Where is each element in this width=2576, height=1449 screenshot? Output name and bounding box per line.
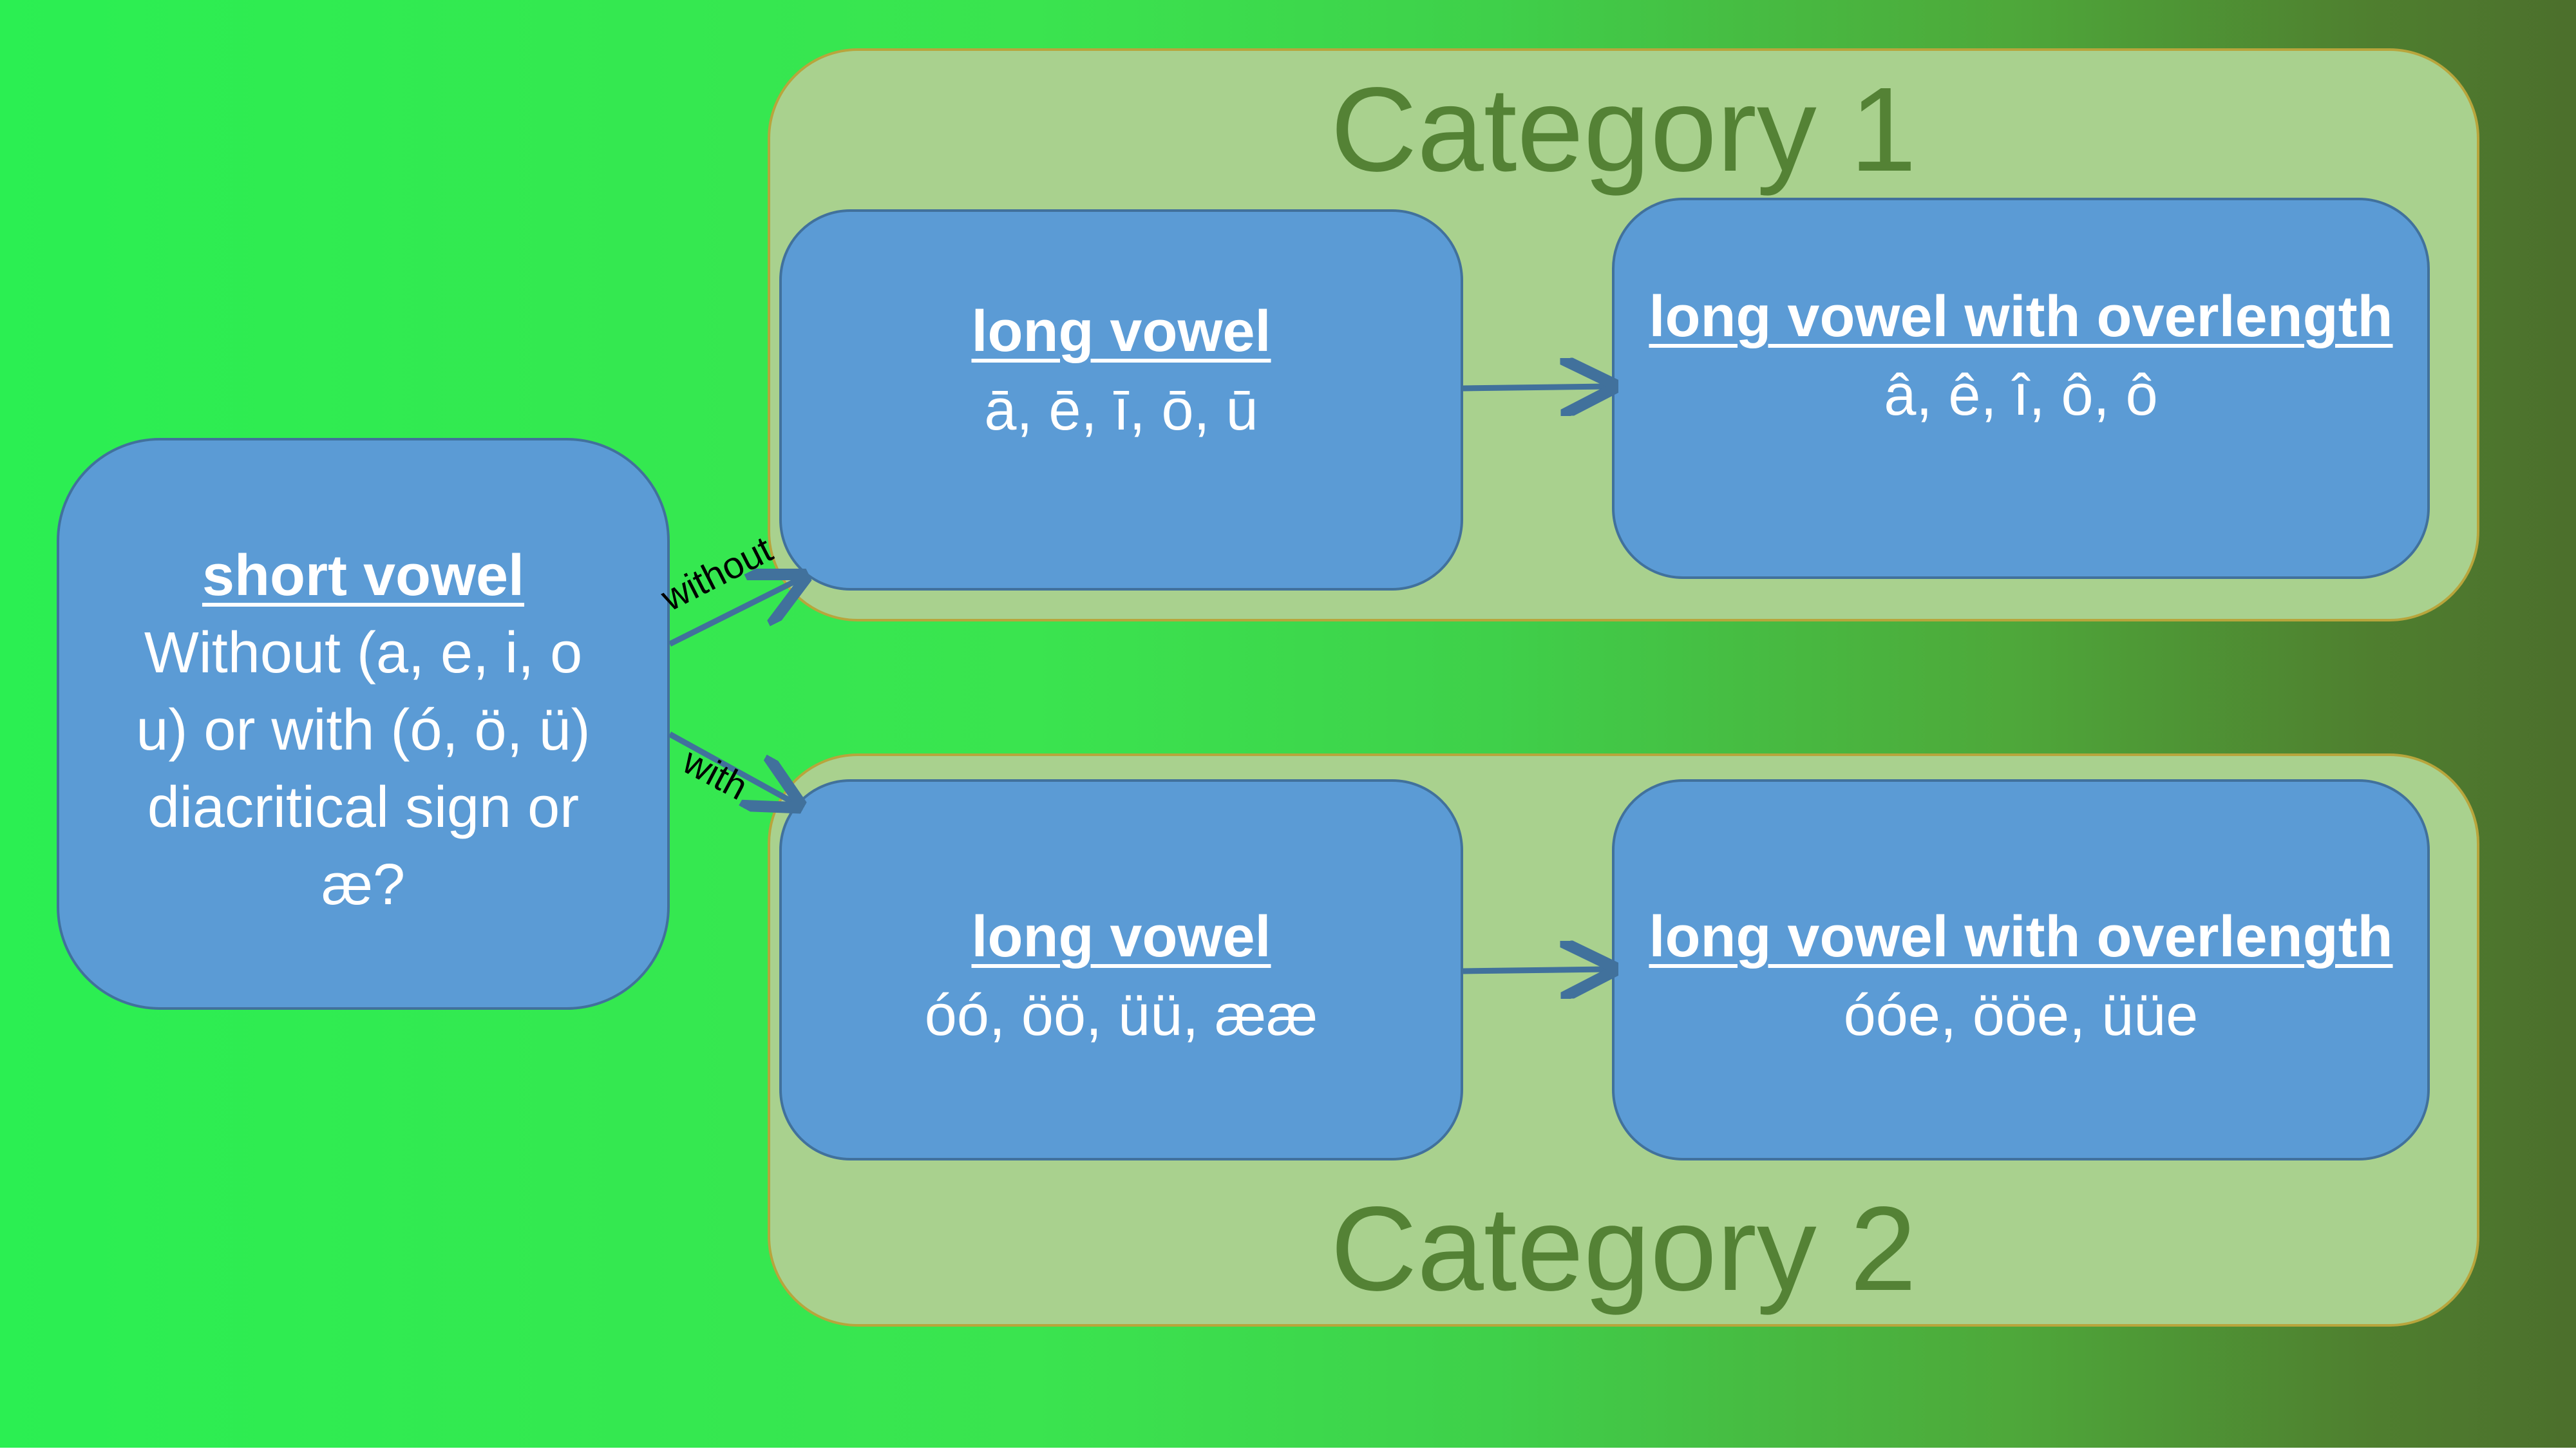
category-2-overlength-node: long vowel with overlength óóe, ööe, üüe xyxy=(1612,779,2430,1160)
category-1-overlength-examples: â, ê, î, ô, ô xyxy=(1884,363,2158,428)
arrow-category-1 xyxy=(1463,386,1607,388)
arrow-category-2 xyxy=(1463,969,1607,971)
category-1-title: Category 1 xyxy=(1331,63,1917,196)
label-with: with xyxy=(676,740,754,808)
category-1-long-vowel-examples: ā, ē, ī, ō, ū xyxy=(984,378,1258,442)
arrow-with xyxy=(668,732,793,802)
label-without: without xyxy=(654,528,779,620)
category-2-long-vowel-node: long vowel óó, öö, üü, ææ xyxy=(779,779,1463,1160)
short-vowel-node: short vowel Without (a, e, i, o u) or wi… xyxy=(57,438,670,1010)
category-1-overlength-node: long vowel with overlength â, ê, î, ô, ô xyxy=(1612,198,2430,579)
short-vowel-question: Without (a, e, i, o u) or with (ó, ö, ü)… xyxy=(136,621,591,917)
category-1-long-vowel-node: long vowel ā, ē, ī, ō, ū xyxy=(779,209,1463,591)
bottom-strip xyxy=(0,1448,2576,1449)
category-2-long-vowel-examples: óó, öö, üü, ææ xyxy=(924,983,1318,1048)
category-1-overlength-title: long vowel with overlength xyxy=(1649,285,2393,349)
category-2-overlength-title: long vowel with overlength xyxy=(1649,905,2393,969)
category-2-overlength-examples: óóe, ööe, üüe xyxy=(1843,983,2199,1048)
category-2-long-vowel-title: long vowel xyxy=(971,905,1271,969)
category-2-title: Category 2 xyxy=(1331,1182,1917,1316)
arrow-without xyxy=(668,580,799,647)
category-1-long-vowel-title: long vowel xyxy=(971,299,1271,364)
short-vowel-title: short vowel xyxy=(202,544,525,608)
